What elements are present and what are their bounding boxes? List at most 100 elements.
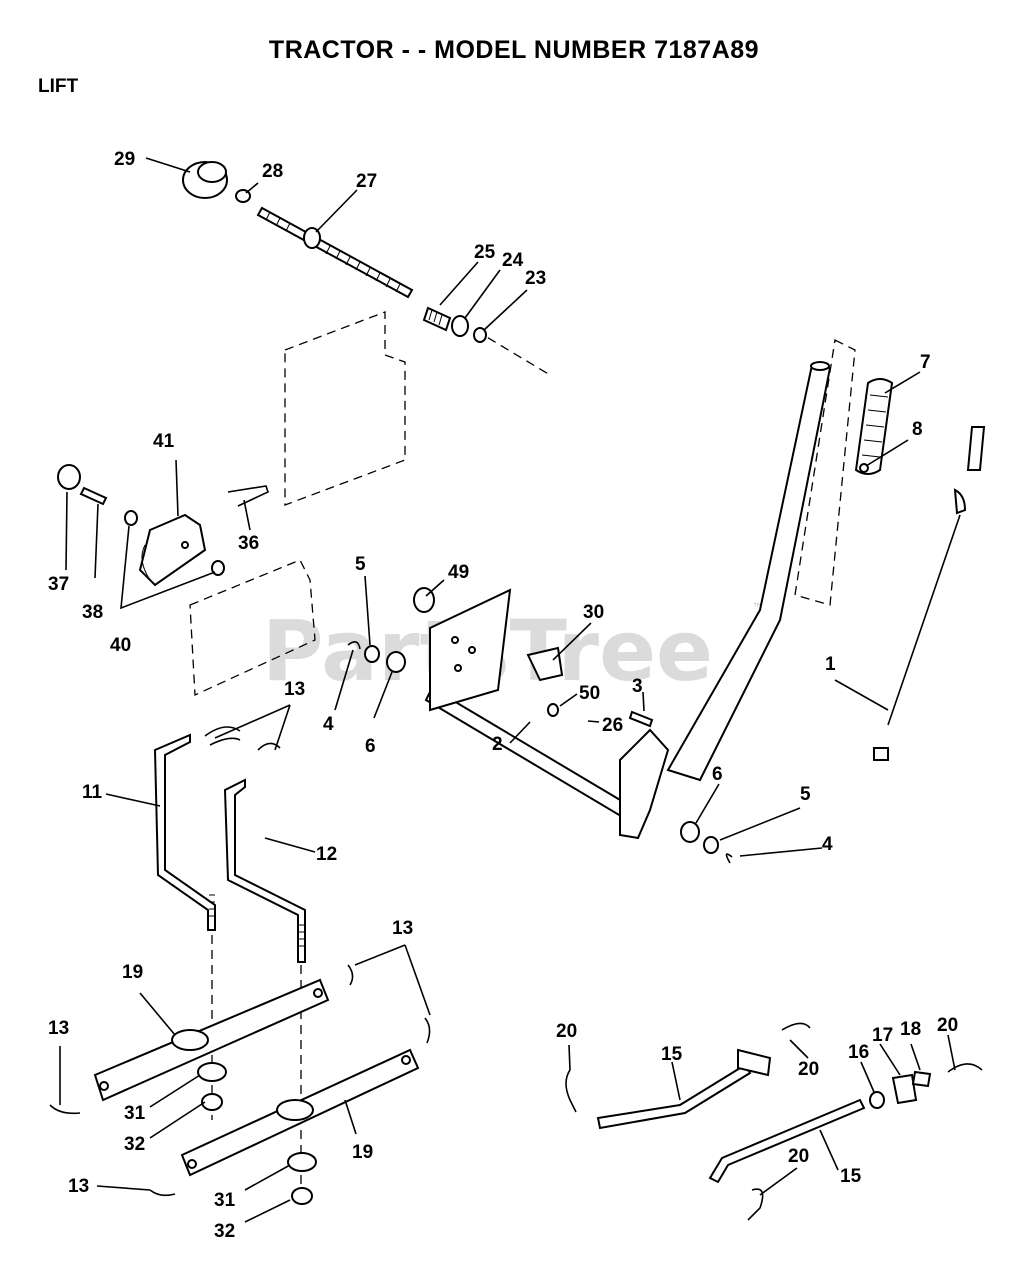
part-15-rod-lower	[708, 1098, 866, 1184]
callout-28: 28	[262, 161, 283, 182]
callout-6-left: 6	[365, 736, 376, 757]
part-27-threaded-rod	[256, 206, 414, 299]
callout-38: 38	[82, 602, 103, 623]
part-5-washer-left	[364, 645, 380, 663]
part-30-fitting	[526, 646, 564, 682]
callout-15-lower: 15	[840, 1166, 862, 1187]
part-19-arm-lower	[180, 1048, 420, 1177]
callout-6-right: 6	[712, 764, 723, 785]
part-13-hairpin-b	[257, 742, 281, 751]
part-32-nut-a	[201, 1093, 223, 1111]
callout-32-b: 32	[214, 1221, 235, 1242]
callout-20-d: 20	[788, 1146, 809, 1167]
callout-19-lower: 19	[352, 1142, 373, 1163]
part-40-washer-a	[124, 510, 138, 526]
callout-26: 26	[602, 715, 623, 736]
callout-8: 8	[912, 419, 923, 440]
callout-13-d: 13	[68, 1176, 89, 1197]
grip-outline	[794, 339, 856, 606]
part-20-pin-a	[565, 1069, 577, 1113]
part-25-spring	[422, 306, 452, 332]
part-31-spacer-a	[197, 1062, 227, 1082]
part-50-nut	[547, 703, 559, 717]
part-6-bushing-left	[386, 651, 406, 673]
part-4-clip-left	[347, 641, 361, 650]
part-19-arm-upper	[93, 978, 330, 1102]
callout-3: 3	[632, 676, 643, 697]
frame-panel-lower	[189, 559, 316, 696]
part-13-hairpin-e	[149, 1189, 176, 1197]
callout-20-a: 20	[556, 1021, 577, 1042]
part-23-nut	[473, 327, 487, 343]
callout-20-b: 20	[798, 1059, 819, 1080]
mount-plate	[429, 588, 512, 712]
part-20-pin-b	[781, 1022, 811, 1031]
callout-23: 23	[525, 268, 546, 289]
callout-16: 16	[848, 1042, 869, 1063]
part-2-shaft	[424, 686, 670, 840]
callout-25: 25	[474, 242, 496, 263]
part-32-nut-b	[291, 1187, 313, 1205]
callout-24: 24	[502, 250, 524, 271]
callout-27: 27	[356, 171, 377, 192]
part-4-clip-right	[725, 853, 733, 864]
callout-15-upper: 15	[661, 1044, 683, 1065]
part-5-washer-right	[703, 836, 719, 854]
callout-13-a: 13	[284, 679, 305, 700]
callout-18: 18	[900, 1019, 921, 1040]
part-18-bolt	[911, 1070, 932, 1088]
callout-7: 7	[920, 352, 931, 373]
part-13-hairpin-a	[204, 726, 241, 746]
callout-41: 41	[153, 431, 175, 452]
callout-31-b: 31	[214, 1190, 236, 1211]
part-41-plate	[138, 513, 207, 587]
callout-11: 11	[82, 782, 103, 803]
part-13-hairpin-d	[49, 1104, 81, 1115]
part-37-ring	[57, 464, 81, 490]
callout-49: 49	[448, 562, 469, 583]
callout-5-right: 5	[800, 784, 811, 805]
callout-2: 2	[492, 734, 503, 755]
part-40-washer-b	[211, 560, 225, 576]
callout-19-upper: 19	[122, 962, 143, 983]
part-15-rod-upper	[596, 1048, 772, 1130]
part-11-link	[153, 733, 216, 931]
callout-31-a: 31	[124, 1103, 146, 1124]
lift-lever-handle	[666, 361, 832, 782]
part-29-knob	[182, 161, 228, 199]
part-17-block	[891, 1073, 918, 1105]
part-20-pin-c	[947, 1063, 983, 1073]
part-16-nut	[869, 1091, 885, 1109]
callout-4-right: 4	[822, 834, 833, 855]
callout-13-c: 13	[48, 1018, 69, 1039]
callout-17: 17	[872, 1025, 893, 1046]
callout-labels: 1 2 3 4 4 5 5 6 6 7 8 11 12 13 13 13 13 …	[48, 149, 958, 1242]
part-13-hairpin-c	[347, 964, 431, 1044]
callout-30: 30	[583, 602, 604, 623]
callout-4-left: 4	[323, 714, 334, 735]
page-title: TRACTOR - - MODEL NUMBER 7187A89	[268, 36, 760, 64]
callout-1: 1	[825, 654, 836, 675]
leader-lines	[59, 157, 956, 1223]
callout-20-c: 20	[937, 1015, 958, 1036]
part-12-link	[223, 778, 306, 963]
callout-13-b: 13	[392, 918, 413, 939]
part-3-pin	[628, 710, 654, 728]
callout-36: 36	[238, 533, 259, 554]
callout-40: 40	[110, 635, 131, 656]
part-38-bolt	[79, 486, 108, 506]
callout-5-left: 5	[355, 554, 366, 575]
part-24-washer	[451, 315, 469, 337]
callout-32-a: 32	[124, 1134, 145, 1155]
section-label: LIFT	[38, 76, 79, 97]
callout-50: 50	[579, 683, 600, 704]
part-36-clip	[227, 485, 269, 507]
part-6-bushing-right	[680, 821, 700, 843]
callout-37: 37	[48, 574, 69, 595]
callout-29: 29	[114, 149, 135, 170]
part-1-rod	[873, 426, 986, 761]
callout-12: 12	[316, 844, 337, 865]
frame-panel-upper	[284, 311, 406, 506]
part-7-grip	[854, 378, 894, 475]
